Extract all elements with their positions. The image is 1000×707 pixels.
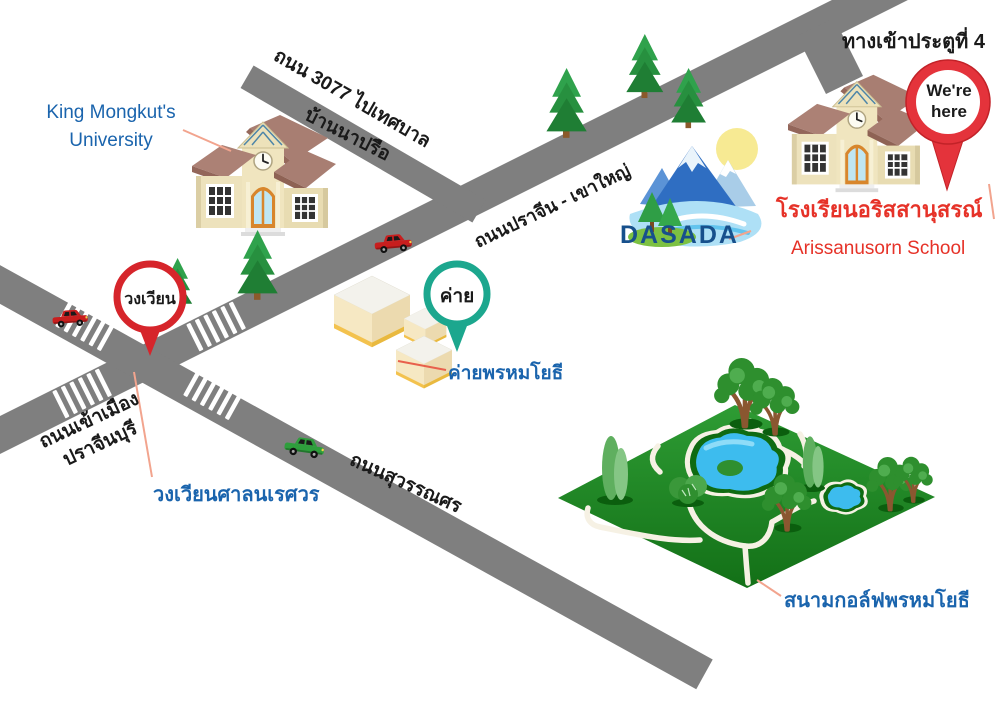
- dasada-logo-text: DASADA: [620, 221, 739, 249]
- sun-icon: [716, 128, 758, 170]
- here-pin: [905, 59, 991, 192]
- golf-course-art: [558, 358, 935, 588]
- camp-pin-label: ค่าย: [439, 286, 475, 307]
- road-suwannasorn: [0, 252, 713, 690]
- leader-line-golf: [756, 579, 782, 597]
- gate-entrance-stub: [797, 18, 863, 94]
- big-pond: [684, 424, 791, 499]
- camp-pin: [423, 260, 491, 352]
- leader-line-school: [988, 183, 995, 220]
- school-name-english: Arissanusorn School: [791, 238, 966, 259]
- school-name-thai: โรงเรียนอริสสานุสรณ์: [776, 197, 983, 222]
- roundabout-name-label: วงเวียนศาลนเรศวร: [153, 484, 320, 506]
- golf-trees: [597, 358, 935, 535]
- leader-line-roundabout: [133, 371, 153, 478]
- roundabout-pin: [113, 260, 187, 356]
- roundabout-pin-label: วงเวียน: [124, 291, 176, 308]
- university-label: King Mongkut's University: [46, 102, 176, 151]
- camp-name-label: ค่ายพรหมโยธี: [448, 363, 564, 384]
- leader-line-dasada: [728, 230, 752, 240]
- gate-4-entrance-label: ทางเข้าประตูที่ 4: [842, 31, 985, 53]
- golf-course-label: สนามกอล์ฟพรหมโยธี: [784, 590, 970, 612]
- leader-line-camp: [397, 360, 447, 371]
- leader-lines: [133, 129, 995, 597]
- were-here-pin-label: We're here: [926, 81, 972, 122]
- leader-line-university: [182, 129, 232, 152]
- dasada-logo-art: [628, 128, 762, 247]
- road-3077: [240, 65, 486, 223]
